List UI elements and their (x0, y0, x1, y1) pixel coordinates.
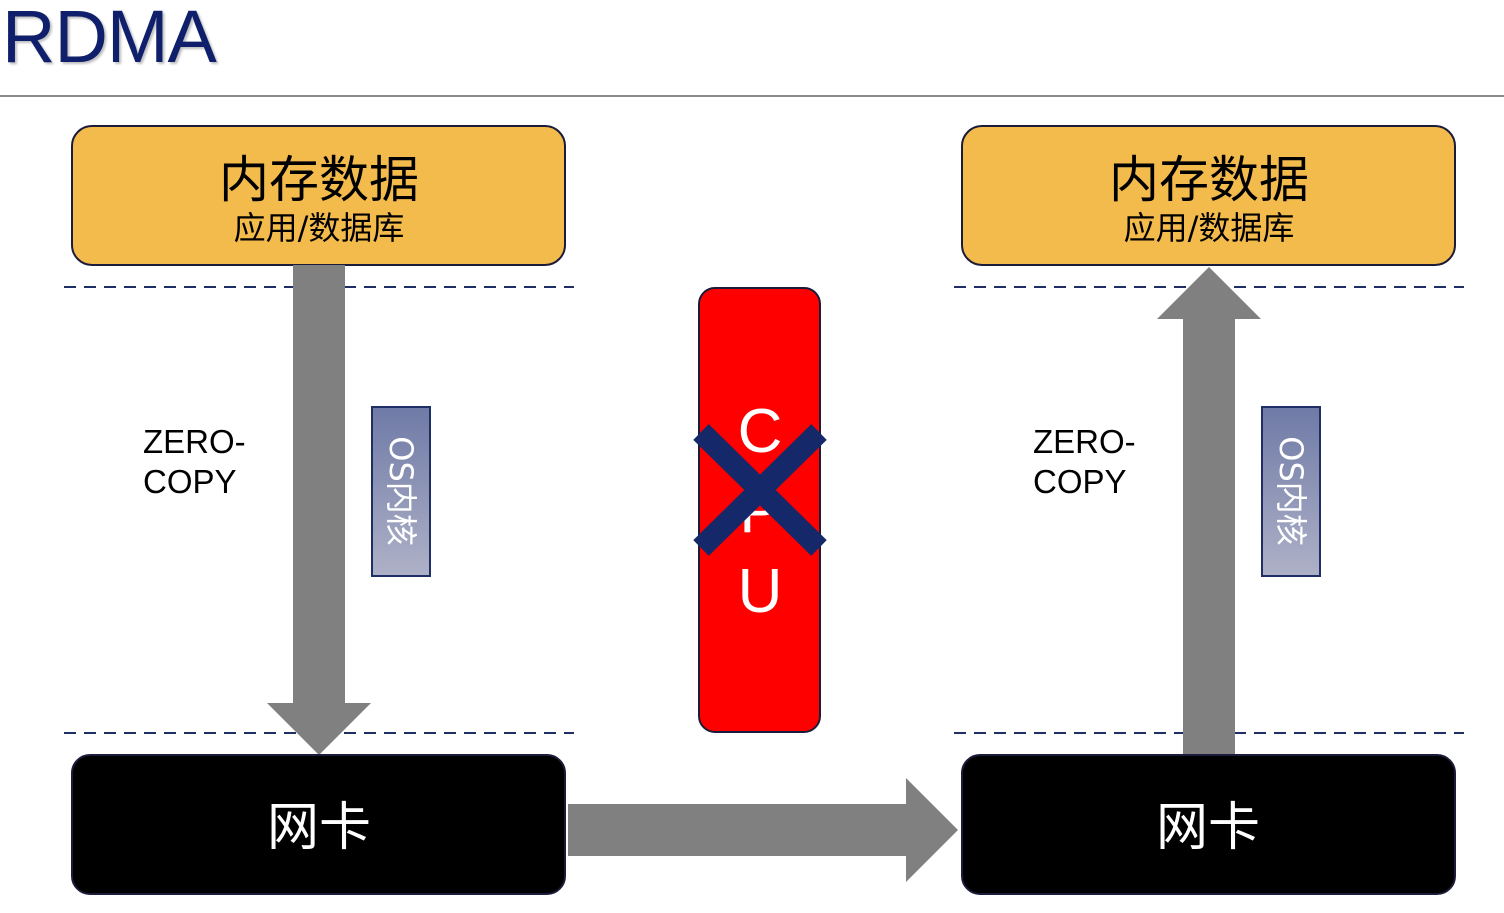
left-memory-subtitle: 应用/数据库 (234, 209, 405, 247)
left-os-kernel-label: OS内核 (371, 406, 431, 577)
right-zero-copy-line2: COPY (1033, 463, 1127, 500)
right-os-kernel-text: OS内核 (1272, 436, 1310, 546)
right-zero-copy-line1: ZERO- (1033, 423, 1136, 460)
right-memory-box[interactable]: 内存数据 应用/数据库 (961, 125, 1456, 266)
cpu-letter-u: U (738, 557, 783, 626)
cpu-letter-c: C (738, 397, 783, 466)
left-memory-title: 内存数据 (219, 151, 419, 209)
left-os-kernel-text: OS内核 (382, 436, 420, 546)
left-down-arrow (267, 265, 371, 755)
left-nic-label: 网卡 (267, 798, 371, 858)
right-memory-title: 内存数据 (1109, 151, 1309, 209)
left-zero-copy-line2: COPY (143, 463, 237, 500)
cpu-bypass-cross-icon (693, 424, 827, 556)
title-divider (0, 95, 1504, 97)
left-zero-copy-line1: ZERO- (143, 423, 246, 460)
cpu-block[interactable]: C P U (698, 287, 821, 733)
left-memory-box[interactable]: 内存数据 应用/数据库 (71, 125, 566, 266)
right-up-arrow (1157, 267, 1261, 757)
right-nic-box[interactable]: 网卡 (961, 754, 1456, 895)
right-nic-label: 网卡 (1156, 798, 1260, 858)
network-transfer-arrow (568, 778, 958, 882)
right-os-kernel-label: OS内核 (1261, 406, 1321, 577)
right-memory-subtitle: 应用/数据库 (1124, 209, 1295, 247)
left-nic-box[interactable]: 网卡 (71, 754, 566, 895)
page-title: RDMA (2, 0, 217, 78)
